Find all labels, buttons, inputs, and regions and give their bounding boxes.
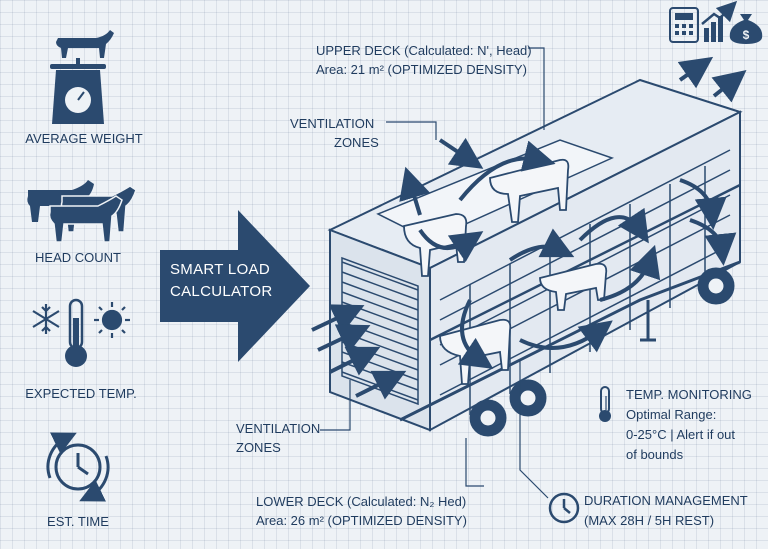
thermometer-icon	[65, 298, 87, 367]
average-weight-label: AVERAGE WEIGHT	[25, 131, 143, 146]
leader-lines	[320, 47, 607, 499]
airflow-arrows	[311, 56, 747, 400]
calculator-arrow	[160, 210, 310, 362]
calculator-title-line2: CALCULATOR	[170, 283, 273, 300]
ventilation-zones-top-line2: ZONES	[334, 135, 379, 150]
lower-deck-title: LOWER DECK (Calculated: N₂ Hed)	[256, 494, 467, 509]
temp-monitoring-title: TEMP. MONITORING	[626, 387, 752, 402]
cattle-herd-icon	[27, 180, 137, 243]
money-bag-icon: $	[729, 14, 763, 44]
ventilation-zones-bottom-line1: VENTILATION	[236, 421, 321, 436]
calculator-icon	[669, 7, 699, 43]
temp-monitoring-alert: of bounds	[626, 447, 684, 462]
svg-text:$: $	[743, 28, 750, 42]
trailer-wheels	[469, 267, 735, 437]
duration-management-title: DURATION MANAGEMENT	[584, 493, 748, 508]
growth-chart-icon	[701, 0, 738, 42]
duration-clock-icon	[548, 492, 580, 524]
ventilation-zones-bottom-line2: ZONES	[236, 440, 281, 455]
head-count-label: HEAD COUNT	[35, 250, 121, 265]
temp-monitoring-range: 0-25°C | Alert if out	[626, 427, 736, 442]
lower-deck-area: Area: 26 m² (OPTIMIZED DENSITY)	[256, 513, 467, 528]
duration-management-limit: (MAX 28H / 5H REST)	[584, 513, 715, 528]
clock-icon	[46, 432, 110, 502]
upper-deck-title: UPPER DECK (Calculated: N', Head)	[316, 43, 532, 58]
snowflake-icon	[32, 304, 60, 334]
ventilation-zones-top-line1: VENTILATION	[290, 116, 375, 131]
scale-icon	[50, 30, 114, 124]
temp-monitoring-range-label: Optimal Range:	[626, 407, 717, 422]
sun-icon	[94, 302, 130, 338]
calculator-title-line1: SMART LOAD	[170, 261, 270, 278]
upper-deck-area: Area: 21 m² (OPTIMIZED DENSITY)	[316, 62, 527, 77]
est-time-label: EST. TIME	[47, 514, 109, 529]
expected-temp-label: EXPECTED TEMP.	[25, 386, 137, 401]
temp-monitoring-icon	[599, 386, 611, 422]
